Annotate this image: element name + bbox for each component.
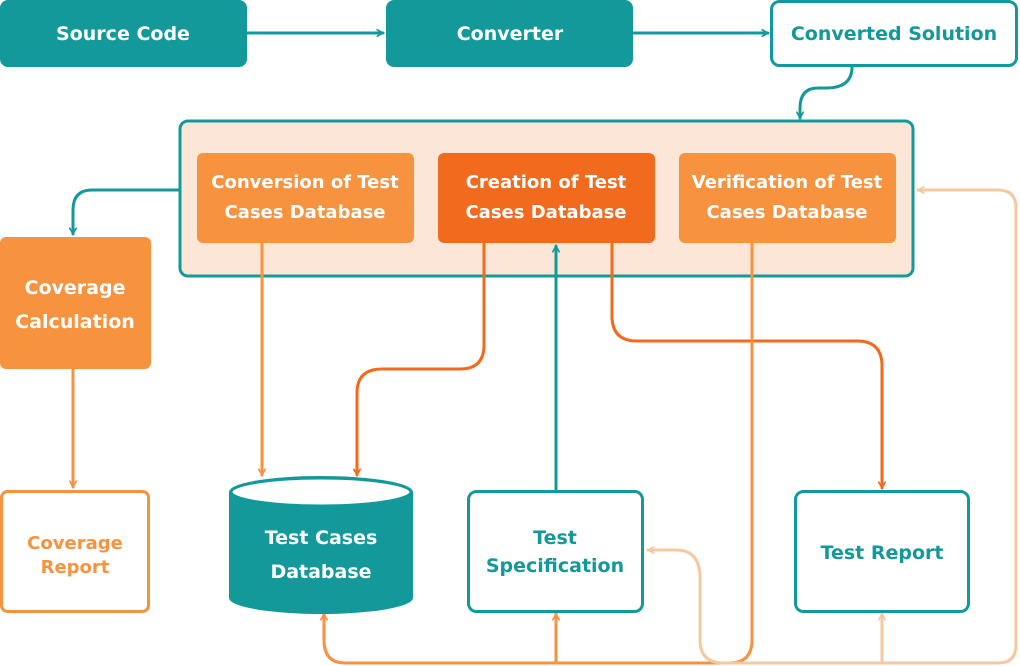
node-verification-label-line1: Verification of Test [692,172,883,193]
node-source-code: Source Code [0,0,247,67]
node-test-report: Test Report [794,490,970,613]
arrow-solution-to-group [800,65,854,120]
arrow-feedback-to-spec [646,550,884,665]
node-converted-solution-label: Converted Solution [791,23,997,45]
node-conversion-label-line2: Cases Database [224,202,385,223]
node-source-code-label: Source Code [56,23,190,45]
node-db-line1: Test Cases [265,527,378,549]
database-cylinder-body [229,476,413,614]
node-creation-of-test-cases-database: Creation of Test Cases Database [438,153,655,243]
node-verification-of-test-cases-database: Verification of Test Cases Database [679,153,896,243]
node-coverage-report-line2: Report [41,557,110,578]
node-coverage-report: Coverage Report [0,490,150,613]
arrow-creation-to-db [357,241,486,477]
node-conversion-label-line1: Conversion of Test [211,172,399,193]
arrow-verification-to-db [324,241,754,665]
node-creation-label-line2: Cases Database [465,202,626,223]
connectors [73,33,1018,665]
node-converted-solution: Converted Solution [770,0,1018,67]
node-spec-line1: Test [533,527,577,549]
node-coverage-calculation: Coverage Calculation [0,237,151,369]
arrow-group-to-coverage-calc [73,188,182,236]
node-coverage-calc-line2: Calculation [15,311,135,333]
database-cylinder-top [229,476,413,508]
node-coverage-report-line1: Coverage [27,533,123,554]
node-spec-line2: Specification [486,555,624,577]
node-test-cases-database: Test Cases Database [229,476,413,614]
arrow-creation-to-report [610,241,882,490]
node-verification-label-line2: Cases Database [706,202,867,223]
arrow-feedback-to-verification [880,190,1018,665]
node-test-report-label: Test Report [821,542,944,564]
node-coverage-calc-line1: Coverage [25,277,126,299]
node-creation-label-line1: Creation of Test [466,172,627,193]
node-test-specification: Test Specification [467,490,644,613]
node-converter-label: Converter [457,23,564,45]
node-db-line2: Database [270,561,371,583]
node-conversion-of-test-cases-database: Conversion of Test Cases Database [197,153,414,243]
node-converter: Converter [386,0,633,67]
